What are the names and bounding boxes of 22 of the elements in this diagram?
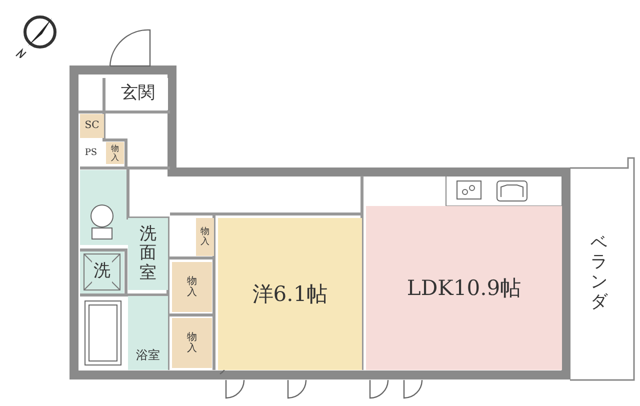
room-area	[218, 218, 362, 370]
room-label: 玄関	[121, 85, 155, 103]
room-label: 物入	[187, 276, 197, 298]
room-label: 洗面室	[140, 224, 156, 284]
room-label: 浴室	[136, 349, 160, 362]
room-area	[128, 296, 168, 370]
room-label: 物入	[200, 226, 210, 248]
closet-box	[106, 142, 124, 164]
room-label: 物入	[187, 332, 197, 354]
room-label: LDK10.9帖	[406, 276, 522, 300]
closet-box	[172, 318, 212, 368]
room-area	[366, 206, 562, 370]
room-area	[128, 218, 168, 290]
storage-box	[80, 114, 104, 138]
room-label: 洋6.1帖	[252, 282, 328, 306]
room-label: 洗	[94, 263, 110, 281]
room-label: 物入	[111, 144, 119, 162]
closet-box	[196, 218, 214, 256]
room-label: ベランダ	[590, 234, 608, 312]
room-label: PS	[84, 149, 98, 159]
room-label: SC	[84, 120, 100, 132]
closet-box	[172, 262, 212, 312]
